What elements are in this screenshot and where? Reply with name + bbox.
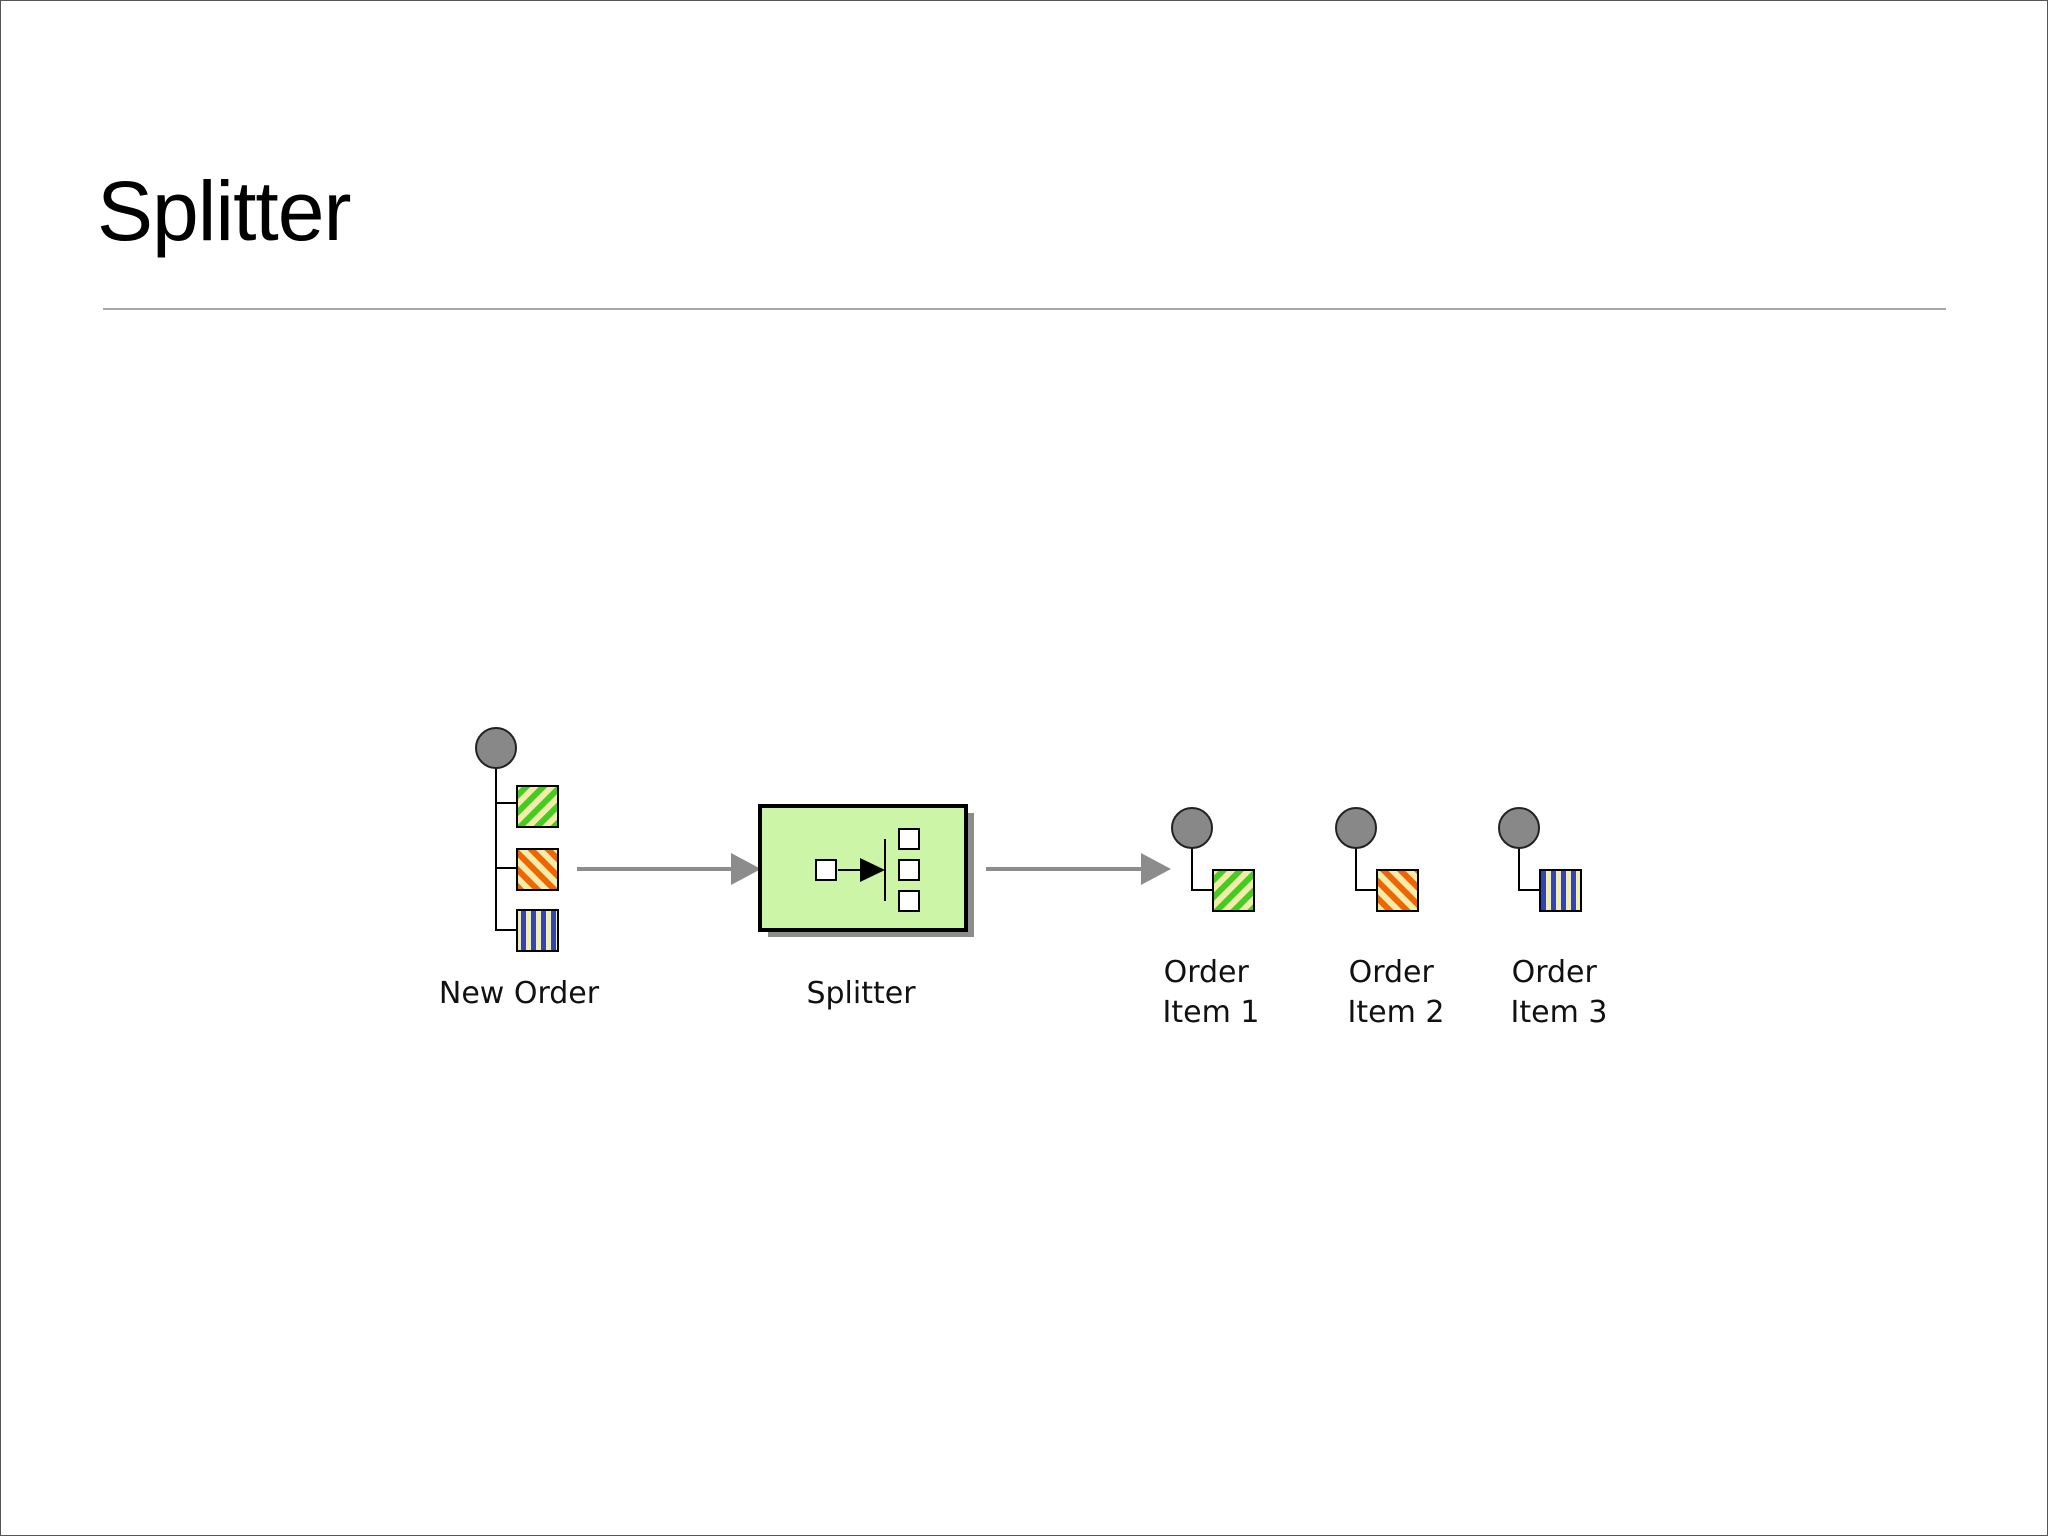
input-channel-arrow	[577, 853, 761, 885]
new-order-message	[475, 727, 559, 952]
splitter-input-square-icon	[815, 859, 837, 881]
splitter-arrow-icon	[860, 858, 885, 882]
order-item-2-label: Order Item 2	[1348, 955, 1445, 1030]
order-item-1-label-line1: Order	[1164, 955, 1250, 990]
order-item-3-label-line2: Item 3	[1511, 995, 1608, 1030]
splitter-component	[758, 804, 974, 937]
message-head-icon	[1171, 807, 1213, 849]
order-item-3-label: Order Item 3	[1511, 955, 1608, 1030]
order-item-2-label-line2: Item 2	[1348, 995, 1445, 1030]
order-item-1-label-line2: Item 1	[1163, 995, 1260, 1030]
splitter-label: Splitter	[806, 976, 916, 1011]
order-item-2-message	[1335, 807, 1419, 912]
title-divider	[103, 308, 1946, 310]
splitter-output-square-icon	[898, 859, 920, 881]
order-item-3-message	[1498, 807, 1582, 912]
blue-order-part-icon	[516, 909, 559, 952]
blue-order-part-icon	[1539, 869, 1582, 912]
new-order-label: New Order	[439, 976, 600, 1011]
order-item-3-label-line1: Order	[1512, 955, 1598, 990]
splitter-output-square-icon	[898, 828, 920, 850]
message-head-icon	[1335, 807, 1377, 849]
order-item-1-message	[1171, 807, 1255, 912]
splitter-output-square-icon	[898, 890, 920, 912]
slide-title: Splitter	[97, 164, 351, 258]
order-item-2-label-line1: Order	[1349, 955, 1435, 990]
orange-order-part-icon	[1376, 869, 1419, 912]
output-channel-arrow	[986, 853, 1171, 885]
green-order-part-icon	[516, 785, 559, 828]
message-head-icon	[475, 727, 517, 769]
green-order-part-icon	[1212, 869, 1255, 912]
orange-order-part-icon	[516, 848, 559, 891]
order-item-1-label: Order Item 1	[1163, 955, 1260, 1030]
message-head-icon	[1498, 807, 1540, 849]
